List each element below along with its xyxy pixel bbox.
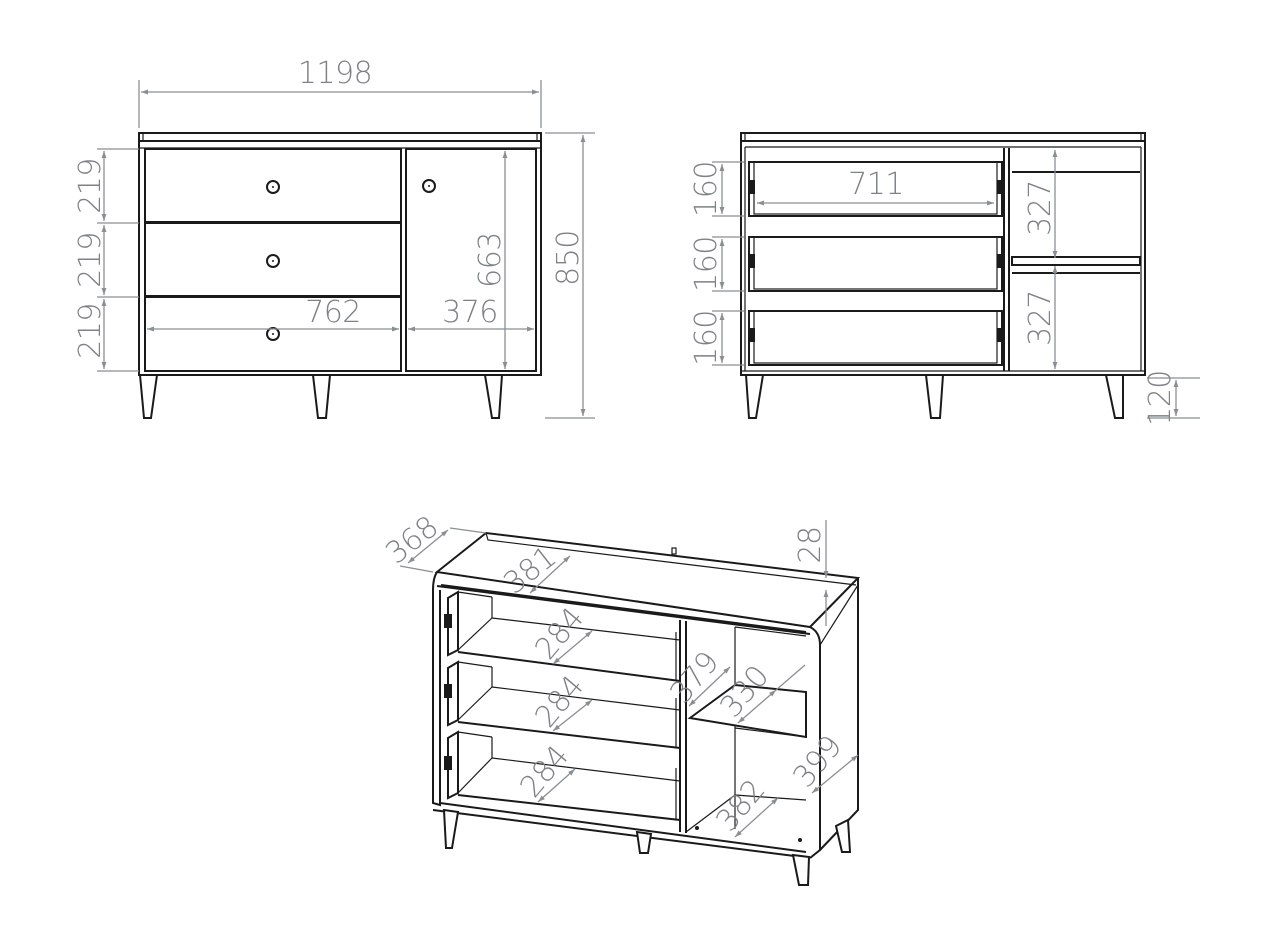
cabinet-top xyxy=(740,132,1146,142)
dim-top-rim-height: 28 xyxy=(793,526,828,563)
drawer-box-3 xyxy=(748,310,1003,366)
leg xyxy=(834,818,852,853)
drawer-open-3 xyxy=(444,730,681,821)
drawer-box-2 xyxy=(748,236,1003,292)
drawer-open-2 xyxy=(444,660,681,749)
shelf xyxy=(1011,256,1141,266)
dim-drawer-box-height-2: 160 xyxy=(689,236,724,292)
dim-compartment-height-1: 327 xyxy=(1023,180,1058,236)
leg xyxy=(1104,374,1124,419)
dim-side-depth: 399 xyxy=(786,729,849,794)
dim-drawer-depth-2: 284 xyxy=(528,669,591,734)
dim-drawer-height-3: 219 xyxy=(73,303,108,359)
dim-drawer-depth-1: 284 xyxy=(528,601,591,666)
dim-drawer-box-height-3: 160 xyxy=(689,310,724,366)
dim-drawer-height-1: 219 xyxy=(73,158,108,214)
drawer-open-1 xyxy=(444,590,681,682)
hinge-icon xyxy=(444,684,452,698)
dim-drawer-box-height-1: 160 xyxy=(689,161,724,217)
dim-compartment-height-2: 327 xyxy=(1023,290,1058,346)
dim-drawer-height-2: 219 xyxy=(73,232,108,288)
isometric-view: 368 381 28 284 284 284 379 330 399 382 xyxy=(379,510,861,886)
front-view-closed: 1198 850 219 219 219 762 376 663 xyxy=(73,56,595,419)
leg xyxy=(442,808,460,849)
hinge-icon xyxy=(444,614,452,628)
leg xyxy=(924,374,945,419)
dim-drawer-depth-3: 284 xyxy=(513,739,576,804)
dim-overall-height: 850 xyxy=(551,230,586,286)
leg xyxy=(483,374,504,419)
leg xyxy=(635,830,653,854)
dim-overall-width: 1198 xyxy=(298,56,372,91)
dim-leg-height: 120 xyxy=(1143,370,1178,426)
dim-bottom-depth: 382 xyxy=(709,773,772,838)
dim-door-height: 663 xyxy=(473,232,508,288)
dim-drawer-section-width: 762 xyxy=(305,295,361,330)
hinge-icon xyxy=(444,756,452,770)
leg xyxy=(138,374,159,419)
leg xyxy=(791,853,811,886)
front-view-open: 160 160 160 711 327 327 120 xyxy=(689,132,1200,426)
dim-overall-depth: 368 xyxy=(379,510,444,572)
leg xyxy=(311,374,332,419)
dim-door-width: 376 xyxy=(442,295,498,330)
leg xyxy=(744,374,765,419)
cabinet-top xyxy=(138,132,542,142)
runner-icon xyxy=(748,180,1004,342)
dim-drawer-inner-width: 711 xyxy=(848,167,904,202)
